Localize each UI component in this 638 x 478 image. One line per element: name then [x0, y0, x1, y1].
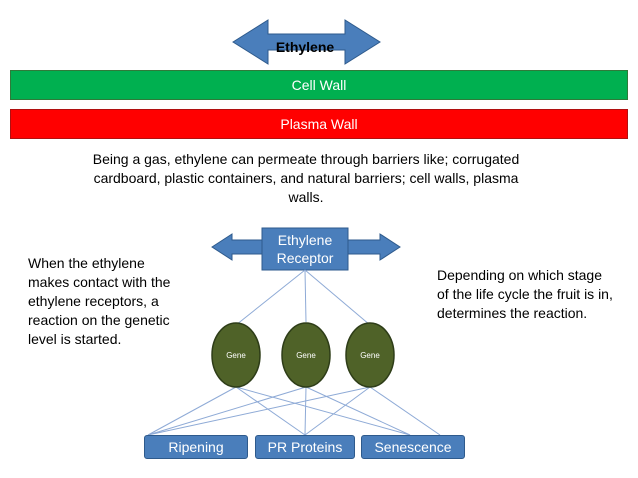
cell-wall-label: Cell Wall	[291, 77, 347, 93]
outcome-label: Ripening	[168, 439, 224, 455]
gene-label-3: Gene	[360, 351, 380, 360]
receptor-gene-links	[235, 269, 371, 326]
gene-outcome-links	[147, 386, 441, 436]
right-note: Depending on which stage of the life cyc…	[437, 267, 613, 321]
outcome-pr-proteins: PR Proteins	[255, 435, 355, 459]
left-note: When the ethylene makes contact with the…	[28, 255, 171, 347]
receptor-label: Ethylene Receptor	[276, 232, 334, 266]
gene-node-3	[345, 322, 395, 388]
description-text: Being a gas, ethylene can permeate throu…	[92, 151, 520, 205]
ethylene-label: Ethylene	[275, 39, 335, 55]
outcome-senescence: Senescence	[361, 435, 465, 459]
receptor-box	[261, 227, 349, 271]
plasma-wall-label: Plasma Wall	[280, 116, 358, 132]
gene-node-2	[281, 322, 331, 388]
gene-label-2: Gene	[296, 351, 316, 360]
cell-wall-bar: Cell Wall	[10, 70, 628, 100]
outcome-ripening: Ripening	[144, 435, 248, 459]
gene-node-1	[211, 322, 261, 388]
plasma-wall-bar: Plasma Wall	[10, 109, 628, 139]
outcome-label: PR Proteins	[267, 439, 343, 455]
gene-label-1: Gene	[226, 351, 246, 360]
outcome-label: Senescence	[374, 439, 452, 455]
ethylene-double-arrow	[232, 19, 381, 65]
